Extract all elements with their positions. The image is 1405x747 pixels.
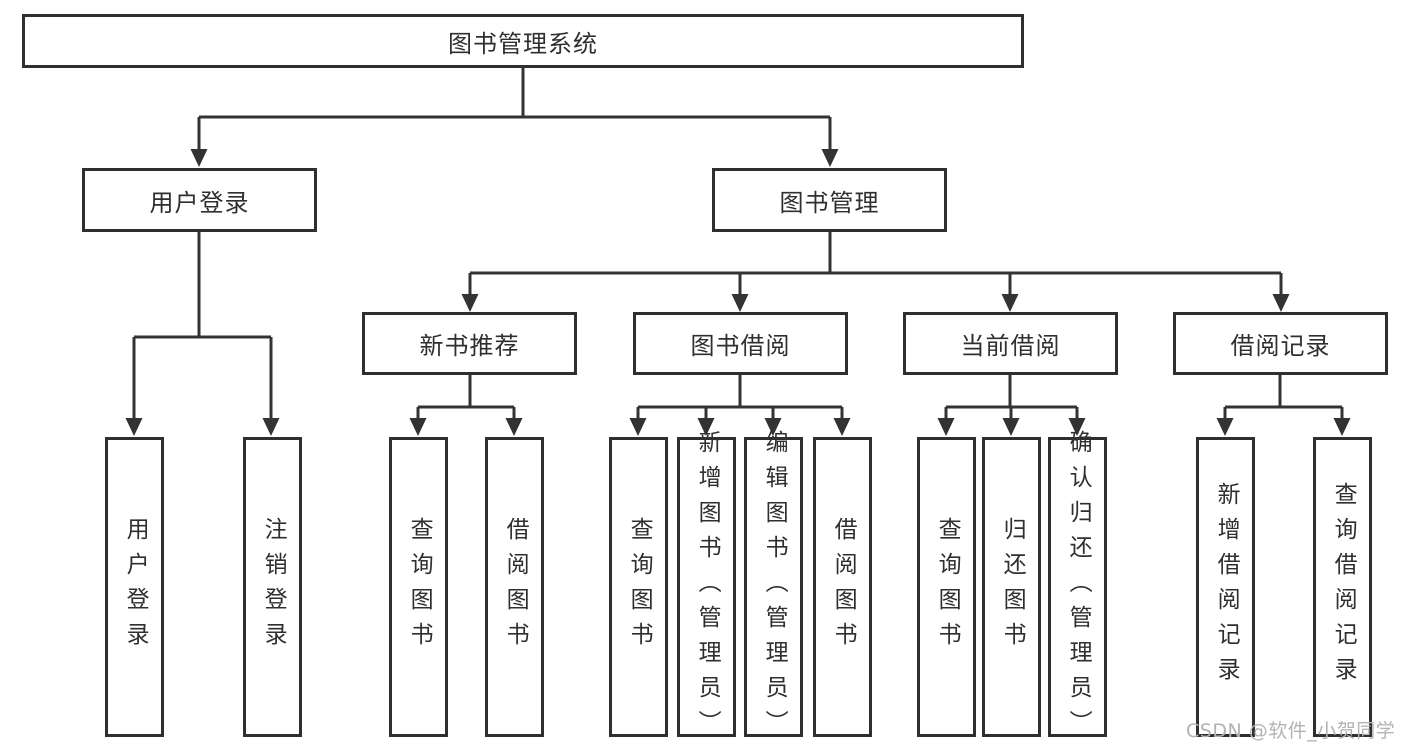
node-new-book-recommend-label: 新书推荐 (419, 332, 520, 360)
csdn-watermark: CSDN @软件_小贺同学 (1186, 720, 1396, 742)
node-book-borrow: 图书借阅 (633, 312, 848, 375)
node-current-borrow: 当前借阅 (903, 312, 1118, 375)
node-new-book-recommend: 新书推荐 (362, 312, 577, 375)
node-borrow-record: 借阅记录 (1173, 312, 1388, 375)
leaf-add-book-admin-label: 新增图书（管理员） (694, 429, 721, 745)
leaf-query-borrow-record-label: 查询借阅记录 (1330, 482, 1357, 692)
leaf-edit-book-admin: 编辑图书（管理员） (744, 430, 803, 745)
leaf-logout: 注销登录 (243, 437, 302, 737)
node-user-login-label: 用户登录 (149, 188, 250, 217)
leaf-borrow-book-2: 借阅图书 (813, 437, 872, 737)
leaf-borrow-book-2-label: 借阅图书 (830, 517, 857, 657)
leaf-query-book-3-label: 查询图书 (934, 517, 961, 657)
node-root-label: 图书管理系统 (448, 29, 598, 58)
leaf-query-book-2: 查询图书 (609, 437, 668, 737)
node-root: 图书管理系统 (22, 14, 1024, 68)
leaf-return-book: 归还图书 (982, 437, 1041, 737)
leaf-query-book-3: 查询图书 (917, 437, 976, 737)
leaf-query-book-1-label: 查询图书 (406, 517, 433, 657)
leaf-borrow-book-1-label: 借阅图书 (502, 517, 529, 657)
node-borrow-record-label: 借阅记录 (1230, 332, 1331, 360)
leaf-user-login-label: 用户登录 (122, 517, 149, 657)
leaf-query-book-2-label: 查询图书 (626, 517, 653, 657)
leaf-query-borrow-record: 查询借阅记录 (1313, 437, 1372, 737)
node-book-management: 图书管理 (712, 168, 947, 232)
leaf-logout-label: 注销登录 (260, 517, 287, 657)
node-book-management-label: 图书管理 (779, 188, 880, 217)
node-book-borrow-label: 图书借阅 (690, 332, 791, 360)
leaf-add-borrow-record-label: 新增借阅记录 (1213, 482, 1240, 692)
leaf-borrow-book-1: 借阅图书 (485, 437, 544, 737)
leaf-return-book-label: 归还图书 (999, 517, 1026, 657)
leaf-query-book-1: 查询图书 (389, 437, 448, 737)
leaf-add-book-admin: 新增图书（管理员） (677, 430, 736, 745)
node-current-borrow-label: 当前借阅 (960, 332, 1061, 360)
leaf-edit-book-admin-label: 编辑图书（管理员） (761, 429, 788, 745)
leaf-confirm-return-admin-label: 确认归还（管理员） (1065, 429, 1092, 745)
node-user-login: 用户登录 (82, 168, 317, 232)
leaf-confirm-return-admin: 确认归还（管理员） (1048, 430, 1107, 745)
leaf-user-login: 用户登录 (105, 437, 164, 737)
leaf-add-borrow-record: 新增借阅记录 (1196, 437, 1255, 737)
